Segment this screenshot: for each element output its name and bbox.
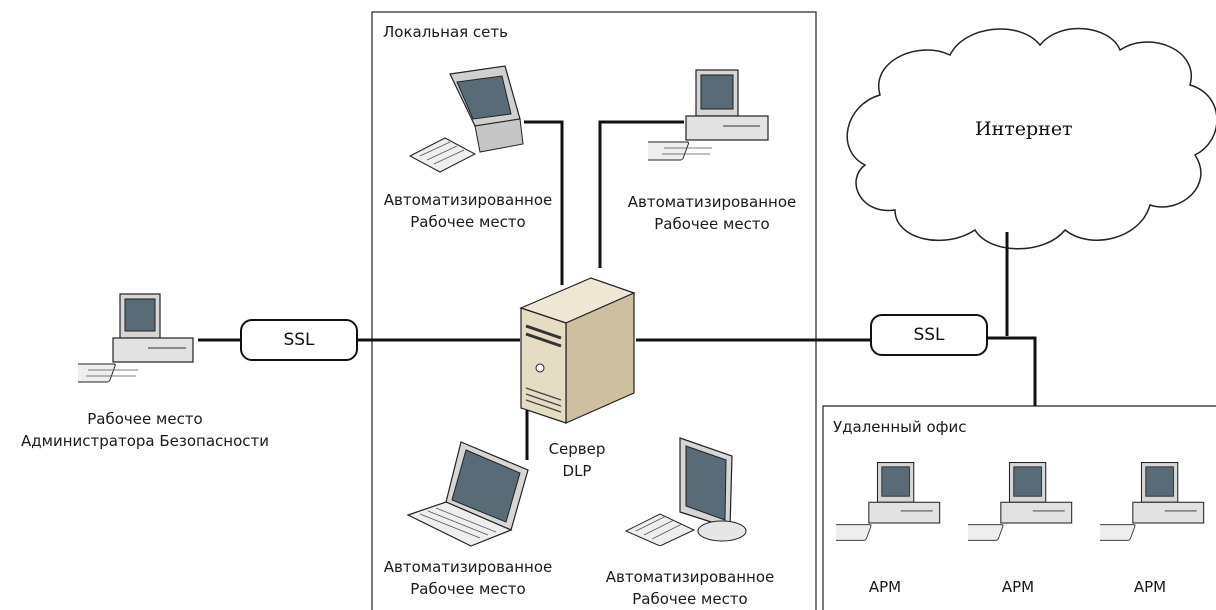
crt-monitor-icon bbox=[408, 65, 524, 173]
desktop-computer-icon bbox=[648, 69, 769, 161]
workstation-label-line1: Автоматизированное bbox=[627, 193, 797, 211]
desktop-computer-icon bbox=[78, 293, 194, 383]
server-label-line2: DLP bbox=[562, 462, 592, 480]
connection-lines bbox=[198, 120, 1037, 460]
server-label: Сервер DLP bbox=[534, 438, 620, 482]
workstation-label-bottom-left: Автоматизированное Рабочее место bbox=[372, 556, 564, 600]
desktop-computer-icon bbox=[968, 462, 1073, 541]
admin-label-line2: Администратора Безопасности bbox=[21, 432, 269, 450]
workstation-label-line2: Рабочее место bbox=[632, 590, 748, 608]
workstation-label-line1: Автоматизированное bbox=[383, 558, 553, 576]
admin-workstation-label: Рабочее место Администратора Безопасност… bbox=[0, 408, 290, 452]
internet-cloud bbox=[846, 27, 1216, 250]
server-label-line1: Сервер bbox=[548, 440, 606, 458]
local-network-zone bbox=[371, 11, 817, 610]
workstation-label-top-left: Автоматизированное Рабочее место bbox=[372, 189, 564, 233]
server-tower-icon bbox=[519, 277, 636, 424]
admin-label-line1: Рабочее место bbox=[87, 410, 203, 428]
local-network-title: Локальная сеть bbox=[383, 23, 508, 41]
workstation-label-line2: Рабочее место bbox=[654, 215, 770, 233]
workstation-label-line2: Рабочее место bbox=[410, 213, 526, 231]
workstation-label-line1: Автоматизированное bbox=[605, 568, 775, 586]
laptop-icon bbox=[406, 441, 529, 547]
workstation-label-bottom-right: Автоматизированное Рабочее место bbox=[592, 566, 788, 610]
lcd-monitor-icon bbox=[624, 437, 747, 546]
remote-office-zone bbox=[822, 405, 1216, 610]
workstation-label-line1: Автоматизированное bbox=[383, 191, 553, 209]
remote-workstation-label: АРМ bbox=[868, 578, 902, 596]
remote-workstation-label: АРМ bbox=[1133, 578, 1167, 596]
desktop-computer-icon bbox=[836, 462, 941, 541]
ssl-box-left: SSL bbox=[240, 319, 358, 361]
ssl-box-right: SSL bbox=[870, 314, 988, 356]
remote-office-title: Удаленный офис bbox=[833, 418, 967, 436]
internet-label: Интернет bbox=[975, 118, 1073, 140]
desktop-computer-icon bbox=[1100, 462, 1205, 541]
workstation-label-top-right: Автоматизированное Рабочее место bbox=[614, 191, 810, 235]
workstation-label-line2: Рабочее место bbox=[410, 580, 526, 598]
remote-workstation-label: АРМ bbox=[1001, 578, 1035, 596]
